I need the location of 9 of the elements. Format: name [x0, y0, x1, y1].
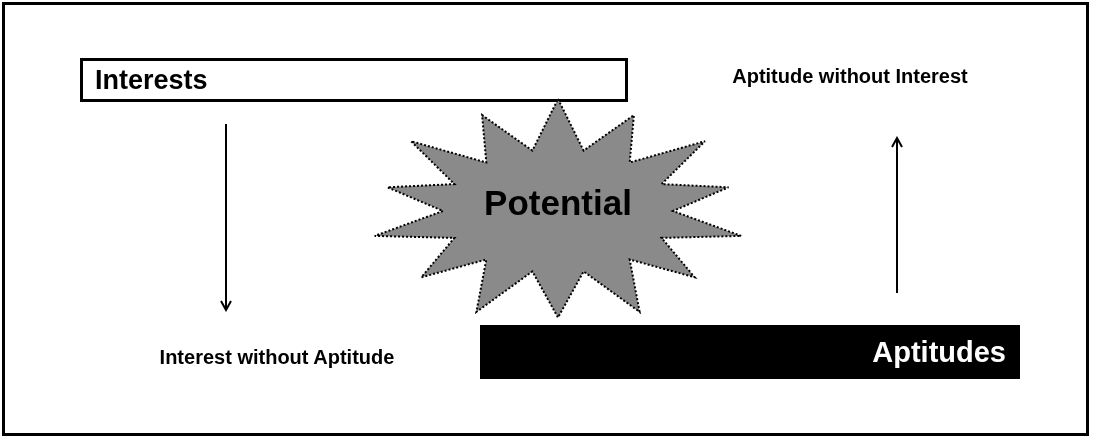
text-label: Interest without Aptitude — [159, 345, 395, 369]
interests-box — [80, 58, 628, 102]
text-label: Aptitude without Interest — [732, 64, 968, 88]
arrow — [220, 123, 232, 311]
box-label: Aptitudes — [872, 335, 1006, 369]
arrow — [891, 137, 903, 294]
box-label: Interests — [95, 64, 208, 96]
starburst-label: Potential — [484, 183, 632, 223]
aptitudes-bar — [480, 325, 1020, 379]
